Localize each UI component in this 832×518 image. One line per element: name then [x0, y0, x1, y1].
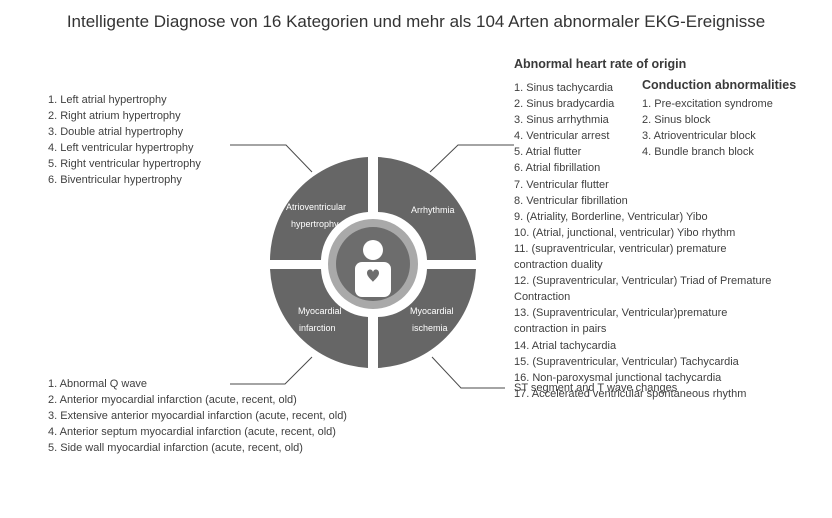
- conduction-list: 1. Pre-excitation syndrome 2. Sinus bloc…: [642, 96, 773, 160]
- segment-myocardial-infarction: [270, 269, 368, 368]
- list-item: 4. Left ventricular hypertrophy: [48, 142, 194, 155]
- connector-arrhythmia: [429, 144, 514, 173]
- list-item: 4. Ventricular arrest: [514, 130, 610, 143]
- list-item: 11. (supraventricular, ventricular) prem…: [514, 242, 727, 272]
- abnormal-heart-rate-list: 1. Sinus tachycardia 2. Sinus bradycardi…: [514, 80, 782, 402]
- list-item: 8. Ventricular fibrillation: [514, 194, 628, 207]
- list-item: 3. Extensive anterior myocardial infarct…: [48, 410, 347, 423]
- list-item: 4. Bundle branch block: [642, 146, 754, 159]
- list-item: 12. (Supraventricular, Ventricular) Tria…: [514, 275, 772, 304]
- segment-myocardial-ischemia: [378, 269, 476, 368]
- list-item: 15. (Supraventricular, Ventricular) Tach…: [514, 355, 739, 368]
- page-title: Intelligente Diagnose von 16 Kategorien …: [66, 12, 766, 31]
- list-item: 3. Sinus arrhythmia: [514, 114, 609, 127]
- list-item: 2. Anterior myocardial infarction (acute…: [48, 394, 297, 407]
- list-item: 2. Sinus bradycardia: [514, 98, 615, 111]
- abnormal-heart-rate-heading: Abnormal heart rate of origin: [514, 57, 687, 71]
- list-item: 1. Left atrial hypertrophy: [48, 94, 167, 106]
- list-item: 1. Sinus tachycardia: [514, 82, 614, 94]
- list-item: 2. Sinus block: [642, 114, 711, 127]
- patient-heart-icon: [355, 240, 391, 297]
- list-item: 4. Anterior septum myocardial infarction…: [48, 426, 336, 439]
- list-item: 10. (Atrial, junctional, ventricular) Yi…: [514, 226, 736, 239]
- connector-infarction: [230, 356, 313, 385]
- segment-label-hypertrophy-1: Atrioventricular: [286, 202, 346, 212]
- segment-label-infarction-2: infarction: [299, 323, 336, 333]
- segment-label-ischemia-1: Myocardial: [410, 306, 454, 316]
- list-item: 3. Atrioventricular block: [642, 130, 756, 143]
- list-item: 1. Pre-excitation syndrome: [642, 98, 773, 110]
- list-item: 17. Accelerated ventricular spontaneous …: [514, 387, 747, 400]
- list-item: 16. Non-paroxysmal junctional tachycardi…: [514, 371, 722, 384]
- connector-ischemia: [431, 356, 505, 389]
- list-item: 5. Side wall myocardial infarction (acut…: [48, 442, 303, 455]
- list-item: 7. Ventricular flutter: [514, 178, 609, 191]
- segment-arrhythmia: [378, 157, 476, 260]
- list-item: 1. Abnormal Q wave: [48, 378, 148, 390]
- list-item: 6. Atrial fibrillation: [514, 162, 601, 175]
- list-item: 5. Atrial flutter: [514, 146, 582, 159]
- hypertrophy-list: 1. Left atrial hypertrophy 2. Right atri…: [48, 92, 201, 189]
- list-item: 14. Atrial tachycardia: [514, 339, 617, 352]
- list-item: 3. Double atrial hypertrophy: [48, 126, 184, 139]
- infarction-list: 1. Abnormal Q wave 2. Anterior myocardia…: [48, 376, 347, 456]
- ischemia-description: ST segment and T wave changes: [514, 382, 678, 394]
- connector-hypertrophy: [230, 144, 313, 173]
- list-item: 2. Right atrium hypertrophy: [48, 110, 181, 123]
- segment-label-ischemia-2: ischemia: [412, 323, 448, 333]
- conduction-heading: Conduction abnormalities: [642, 78, 797, 92]
- segment-label-arrhythmia: Arrhythmia: [411, 205, 455, 215]
- list-item: 13. (Supraventricular, Ventricular)prema…: [514, 307, 728, 336]
- list-item: 6. Biventricular hypertrophy: [48, 174, 182, 187]
- segment-atrioventricular-hypertrophy: [270, 157, 368, 260]
- segment-label-infarction-1: Myocardial: [298, 306, 342, 316]
- list-item: 9. (Atriality, Borderline, Ventricular) …: [514, 210, 708, 223]
- list-item: 5. Right ventricular hypertrophy: [48, 158, 201, 171]
- segment-label-hypertrophy-2: hypertrophy: [291, 219, 339, 229]
